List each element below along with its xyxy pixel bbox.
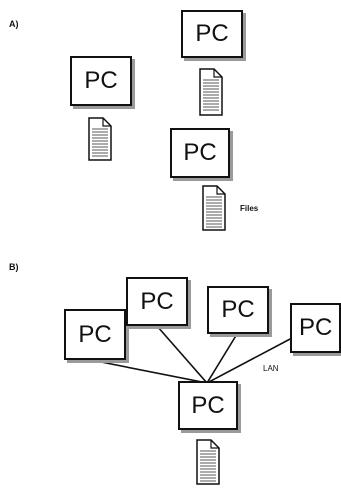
document-icon <box>196 439 220 485</box>
pc-a-top: PC <box>181 10 243 58</box>
section-b-label: B) <box>9 262 19 272</box>
lan-label: LAN <box>263 364 279 373</box>
document-icon <box>199 68 223 116</box>
pc-b-client-3: PC <box>207 286 269 334</box>
document-icon <box>88 117 112 161</box>
pc-a-left: PC <box>70 56 132 106</box>
connection-line <box>156 325 208 384</box>
connection-line <box>206 333 238 384</box>
document-icon <box>202 185 226 231</box>
pc-b-client-4: PC <box>290 303 341 353</box>
connection-line <box>206 337 293 384</box>
files-label: Files <box>240 204 259 213</box>
pc-b-client-1: PC <box>64 309 126 360</box>
section-a-label: A) <box>9 19 19 29</box>
connection-line <box>95 360 208 384</box>
pc-a-bottom: PC <box>170 128 230 178</box>
pc-b-server: PC <box>178 381 238 430</box>
pc-b-client-2: PC <box>126 277 188 326</box>
